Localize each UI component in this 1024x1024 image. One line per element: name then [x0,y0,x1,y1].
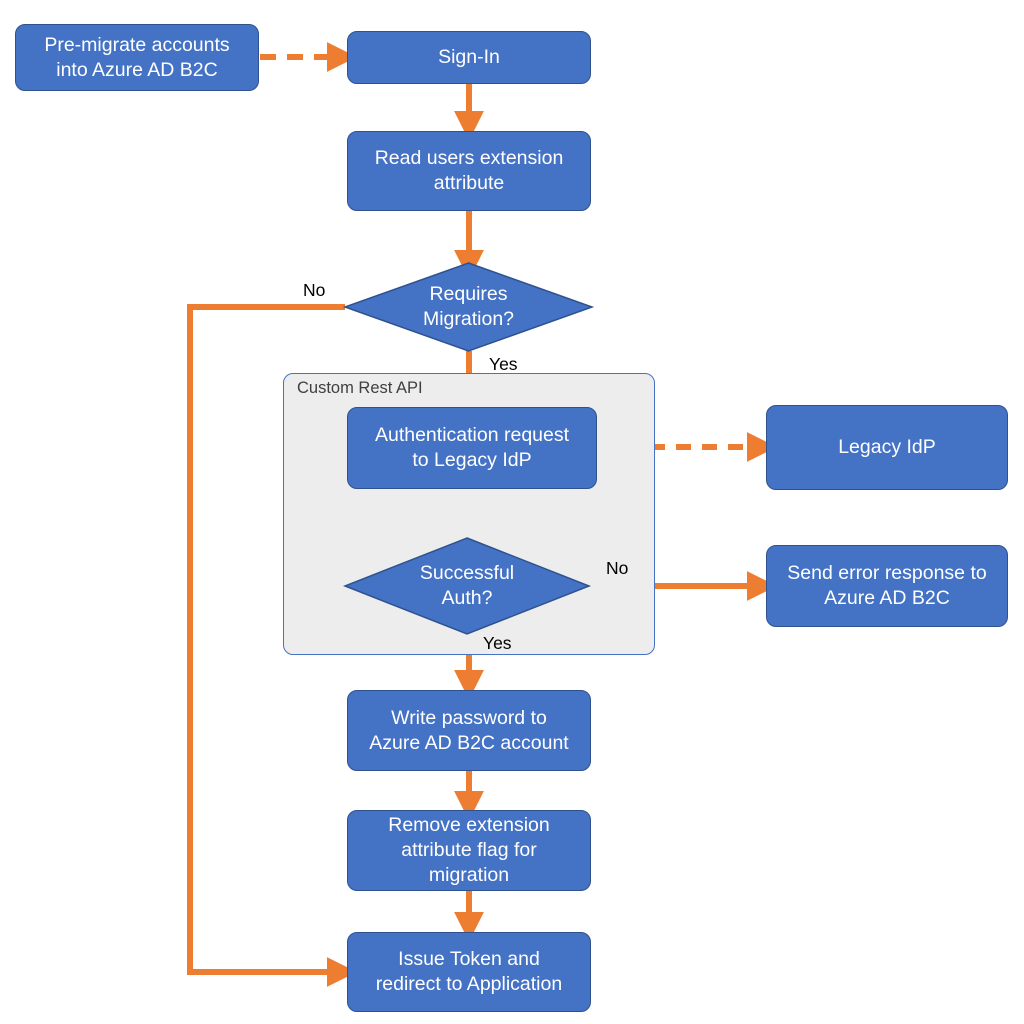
node-legacy-idp[interactable]: Legacy IdP [766,405,1008,490]
edge-label-requires-migration-yes: Yes [489,354,518,374]
node-issue-token[interactable]: Issue Token and redirect to Application [347,932,591,1012]
edge-requiresmigration-no-to-issuetoken [187,304,357,987]
node-remove-extension-attribute-flag[interactable]: Remove extension attribute flag for migr… [347,810,591,891]
node-write-password[interactable]: Write password to Azure AD B2C account [347,690,591,771]
node-requires-migration-decision[interactable]: Requires Migration? [342,262,595,352]
node-pre-migrate-accounts[interactable]: Pre-migrate accounts into Azure AD B2C [15,24,259,91]
diamond-shape [342,537,592,635]
node-successful-auth-decision[interactable]: Successful Auth? [342,537,592,635]
node-authentication-request-to-legacy-idp[interactable]: Authentication request to Legacy IdP [347,407,597,489]
node-send-error-response[interactable]: Send error response to Azure AD B2C [766,545,1008,627]
group-custom-rest-api-label: Custom Rest API [297,379,423,397]
node-sign-in[interactable]: Sign-In [347,31,591,84]
diamond-shape [342,262,595,352]
edge-label-successful-auth-no: No [606,558,629,578]
edge-label-successful-auth-yes: Yes [483,633,512,653]
node-read-users-extension-attribute[interactable]: Read users extension attribute [347,131,591,211]
edge-label-requires-migration-no: No [303,280,326,300]
